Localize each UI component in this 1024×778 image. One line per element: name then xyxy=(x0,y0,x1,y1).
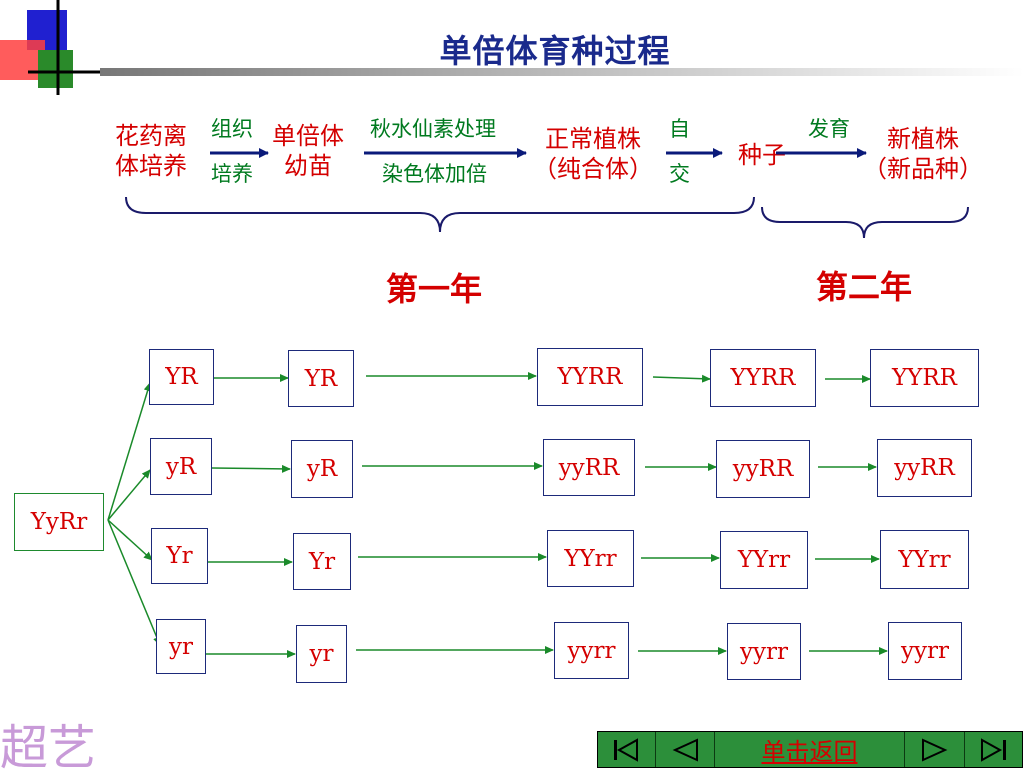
flow-step-seed: 种子 xyxy=(738,141,786,169)
gamete-box: YR xyxy=(149,349,214,405)
arrow1-bottom-label: 培养 xyxy=(211,162,253,186)
new-plant-box: YYrr xyxy=(880,530,969,589)
flow-step-new-plant: 新植株（新品种） xyxy=(863,125,983,183)
second-year-brace xyxy=(761,206,969,239)
skip-first-icon xyxy=(614,737,639,762)
new-plant-box: YYRR xyxy=(870,349,979,407)
second-year-label: 第二年 xyxy=(816,268,913,306)
return-link[interactable]: 单击返回 xyxy=(714,732,906,767)
arrow2-top-label: 秋水仙素处理 xyxy=(370,117,496,141)
haploid-box: YR xyxy=(288,350,354,407)
flow-step-anther-culture: 花药离体培养 xyxy=(115,122,187,180)
doubled-plant-box: yyRR xyxy=(543,439,635,496)
arrow4-top-label: 发育 xyxy=(808,117,850,141)
new-plant-box: yyrr xyxy=(888,622,962,680)
seed-box: YYRR xyxy=(710,349,816,407)
gamete-box: yr xyxy=(156,619,206,674)
first-year-brace xyxy=(125,196,755,233)
parent-genotype-box: YyRr xyxy=(14,493,104,551)
header-rule xyxy=(100,68,1024,76)
corner-logo-icon xyxy=(0,0,110,95)
arrow2-bottom-label: 染色体加倍 xyxy=(382,162,487,186)
first-year-label: 第一年 xyxy=(386,270,483,308)
haploid-box: yR xyxy=(291,440,353,498)
next-slide-button[interactable] xyxy=(905,732,966,767)
gamete-box: Yr xyxy=(151,528,208,584)
brand-logo: 超艺 xyxy=(0,720,97,776)
last-slide-button[interactable] xyxy=(965,732,1022,767)
gamete-box: yR xyxy=(150,438,212,495)
skip-last-icon xyxy=(980,737,1006,762)
previous-slide-button[interactable] xyxy=(655,732,715,767)
haploid-box: Yr xyxy=(293,533,351,590)
new-plant-box: yyRR xyxy=(877,439,972,497)
next-icon xyxy=(921,737,948,762)
flow-step-haploid-seedling: 单倍体幼苗 xyxy=(272,122,344,180)
slide-navigation-bar: 单击返回 xyxy=(597,731,1023,768)
doubled-plant-box: yyrr xyxy=(554,622,629,679)
arrow3-bottom-label: 交 xyxy=(669,162,690,186)
arrow1-top-label: 组织 xyxy=(211,117,253,141)
haploid-box: yr xyxy=(296,625,347,683)
page-title: 单倍体育种过程 xyxy=(439,32,671,70)
arrow3-top-label: 自 xyxy=(669,117,690,141)
seed-box: YYrr xyxy=(720,531,808,589)
seed-box: yyRR xyxy=(716,440,810,498)
first-slide-button[interactable] xyxy=(598,732,656,767)
seed-box: yyrr xyxy=(727,623,801,680)
previous-icon xyxy=(672,737,698,762)
doubled-plant-box: YYRR xyxy=(537,348,643,406)
flow-step-normal-plant: 正常植株（纯合体） xyxy=(533,125,653,183)
doubled-plant-box: YYrr xyxy=(547,530,634,587)
